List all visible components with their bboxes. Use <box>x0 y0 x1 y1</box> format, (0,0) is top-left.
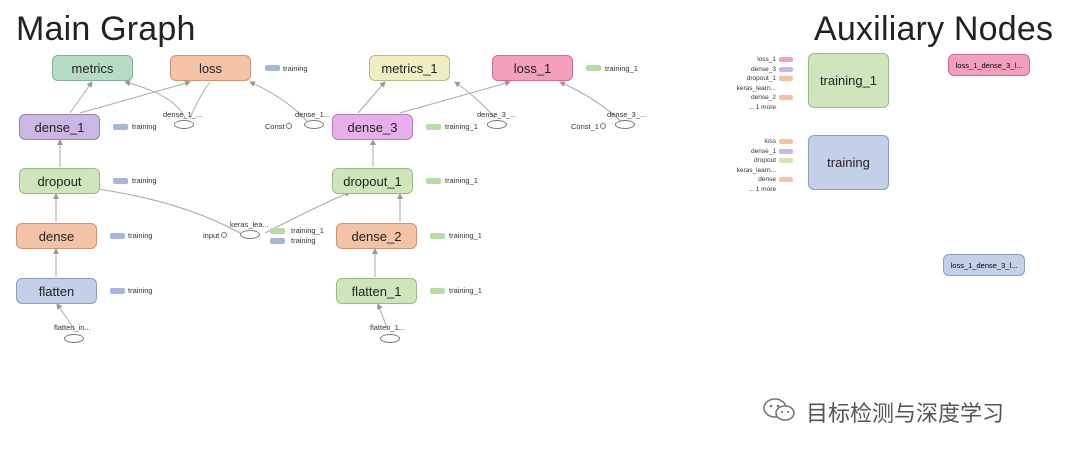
keras-learning-phase-node[interactable] <box>240 230 260 239</box>
aux-input-label: ... 1 more <box>748 103 776 111</box>
node-dropout-1[interactable]: dropout_1 <box>332 168 413 194</box>
const-1-node[interactable] <box>600 123 606 129</box>
aux-input-badge <box>779 95 793 100</box>
training-1-badge <box>270 228 285 234</box>
aux-node-loss-1-dense-3-b[interactable]: loss_1_dense_3_l... <box>943 254 1025 276</box>
const-label: Const <box>265 122 285 131</box>
aux-input-label: keras_learn... <box>736 166 776 174</box>
aux-input-badge <box>779 139 793 144</box>
dense-1-const-node[interactable] <box>174 120 194 129</box>
training-badge-label: training <box>132 122 157 131</box>
training-1-badge-label: training_1 <box>449 231 482 240</box>
flatten-input-label: flatten_in... <box>54 323 91 332</box>
node-metrics-1[interactable]: metrics_1 <box>369 55 450 81</box>
dense-1-const-label: dense_1_... <box>163 110 203 119</box>
training-1-badge <box>430 288 445 294</box>
aux-input-label: dense_2 <box>751 94 776 101</box>
aux-input-badge <box>779 66 793 72</box>
aux-input-label: dense_1 <box>751 147 776 155</box>
node-flatten[interactable]: flatten <box>16 278 97 304</box>
watermark-text: 目标检测与深度学习 <box>806 401 1005 426</box>
training-badge <box>270 238 285 244</box>
node-metrics[interactable]: metrics <box>52 55 133 81</box>
node-dropout[interactable]: dropout <box>19 168 100 194</box>
const-node[interactable] <box>286 123 292 129</box>
flatten-input-node[interactable] <box>64 334 84 343</box>
node-dense-1[interactable]: dense_1 <box>19 114 100 140</box>
main-graph-heading: Main Graph <box>16 10 196 48</box>
training-badge-label: training <box>283 64 308 73</box>
aux-input-label: dropout <box>753 157 776 164</box>
training-1-badge-label: training_1 <box>445 122 478 131</box>
dense-3-second-label: dense_3_... <box>607 110 647 119</box>
dense-3-const-node[interactable] <box>487 120 507 129</box>
node-dense[interactable]: dense <box>16 223 97 249</box>
training-badge-label: training <box>291 236 316 245</box>
training-badge <box>113 178 128 184</box>
aux-input-label: ... 1 more <box>748 185 776 193</box>
aux-node-training-1[interactable]: training_1 <box>808 53 889 108</box>
aux-node-loss-1-dense-3-a[interactable]: loss_1_dense_3_l... <box>948 54 1030 76</box>
dense-3-const-label: dense_3_... <box>477 110 517 119</box>
flatten-1-input-node[interactable] <box>380 334 400 343</box>
node-dense-2[interactable]: dense_2 <box>336 223 417 249</box>
training-badge <box>113 124 128 130</box>
node-dense-3[interactable]: dense_3 <box>332 114 413 140</box>
aux-input-badge <box>779 158 793 163</box>
training-badge <box>265 65 280 71</box>
aux-input-badge <box>779 57 793 62</box>
training-1-badge-label: training_1 <box>445 176 478 185</box>
node-flatten-1[interactable]: flatten_1 <box>336 278 417 304</box>
aux-input-badge <box>779 148 793 154</box>
keras-learning-phase-label: keras_lea... <box>230 220 269 229</box>
aux-input-label: dense_3 <box>751 65 776 73</box>
wechat-icon <box>763 398 795 421</box>
aux-input-label: dropout_1 <box>746 75 776 82</box>
aux-input-badge <box>779 177 793 182</box>
aux-input-label: keras_learn... <box>736 84 776 92</box>
aux-input-label: loss <box>764 138 776 145</box>
aux-node-training[interactable]: training <box>808 135 889 190</box>
aux-input-label: dense <box>758 176 776 183</box>
training-badge-label: training <box>132 176 157 185</box>
dense-3-second-node[interactable] <box>615 120 635 129</box>
flatten-1-input-label: flatten_1... <box>370 323 406 332</box>
dense-1-second-node[interactable] <box>304 120 324 129</box>
input-node[interactable] <box>221 232 227 238</box>
aux-input-badge <box>779 76 793 81</box>
training-badge <box>110 233 125 239</box>
training-1-badge <box>426 124 441 130</box>
dense-1-second-label: dense_1... <box>295 110 331 119</box>
training-badge-label: training <box>128 231 153 240</box>
training-1-badge-label: training_1 <box>449 286 482 295</box>
input-label: input <box>203 231 220 240</box>
training-1-badge <box>430 233 445 239</box>
training-1-badge <box>426 178 441 184</box>
training-1-badge-label: training_1 <box>291 226 324 235</box>
auxiliary-nodes-heading: Auxiliary Nodes <box>814 10 1054 48</box>
node-loss-1[interactable]: loss_1 <box>492 55 573 81</box>
training-1-badge <box>586 65 601 71</box>
node-loss[interactable]: loss <box>170 55 251 81</box>
training-badge-label: training <box>128 286 153 295</box>
training-badge <box>110 288 125 294</box>
aux-input-label: loss_1 <box>757 56 776 63</box>
training-1-badge-label: training_1 <box>605 64 638 73</box>
const-1-label: Const_1 <box>571 122 599 131</box>
